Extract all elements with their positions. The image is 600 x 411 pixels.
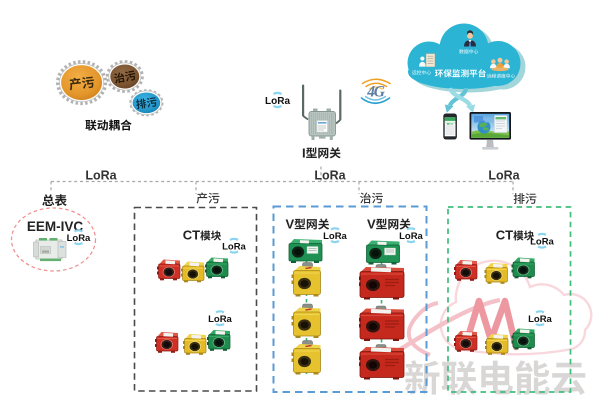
svg-text:LoRa: LoRa — [399, 231, 423, 242]
svg-text:EEM-IVC: EEM-IVC — [27, 219, 84, 234]
svg-text:CT: CT — [183, 228, 200, 243]
svg-text:CT: CT — [496, 228, 513, 243]
svg-text:LoRa: LoRa — [85, 169, 117, 183]
svg-text:LoRa: LoRa — [528, 314, 552, 325]
svg-text:LoRa: LoRa — [265, 96, 290, 107]
svg-text:4G: 4G — [366, 84, 386, 101]
svg-text:I: I — [302, 145, 306, 160]
svg-text:LoRa: LoRa — [208, 314, 232, 325]
svg-text:V: V — [286, 217, 295, 232]
svg-text:LoRa: LoRa — [323, 231, 347, 242]
svg-text:LoRa: LoRa — [488, 169, 520, 183]
svg-text:LoRa: LoRa — [222, 242, 246, 253]
svg-text:LoRa: LoRa — [67, 233, 91, 244]
svg-text:LoRa: LoRa — [314, 169, 346, 183]
svg-text:LoRa: LoRa — [530, 237, 554, 248]
svg-text:V: V — [367, 217, 376, 232]
